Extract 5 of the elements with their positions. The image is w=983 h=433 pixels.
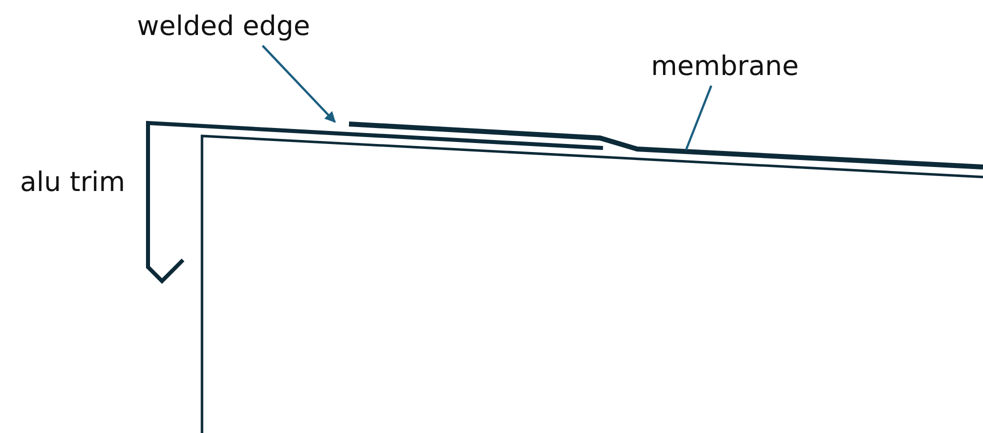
part-label: alu trim [20, 168, 126, 198]
callout-text: welded edge [137, 12, 310, 42]
arrow [262, 44, 336, 123]
callout-text: membrane [651, 52, 799, 82]
leader-line [684, 85, 712, 150]
